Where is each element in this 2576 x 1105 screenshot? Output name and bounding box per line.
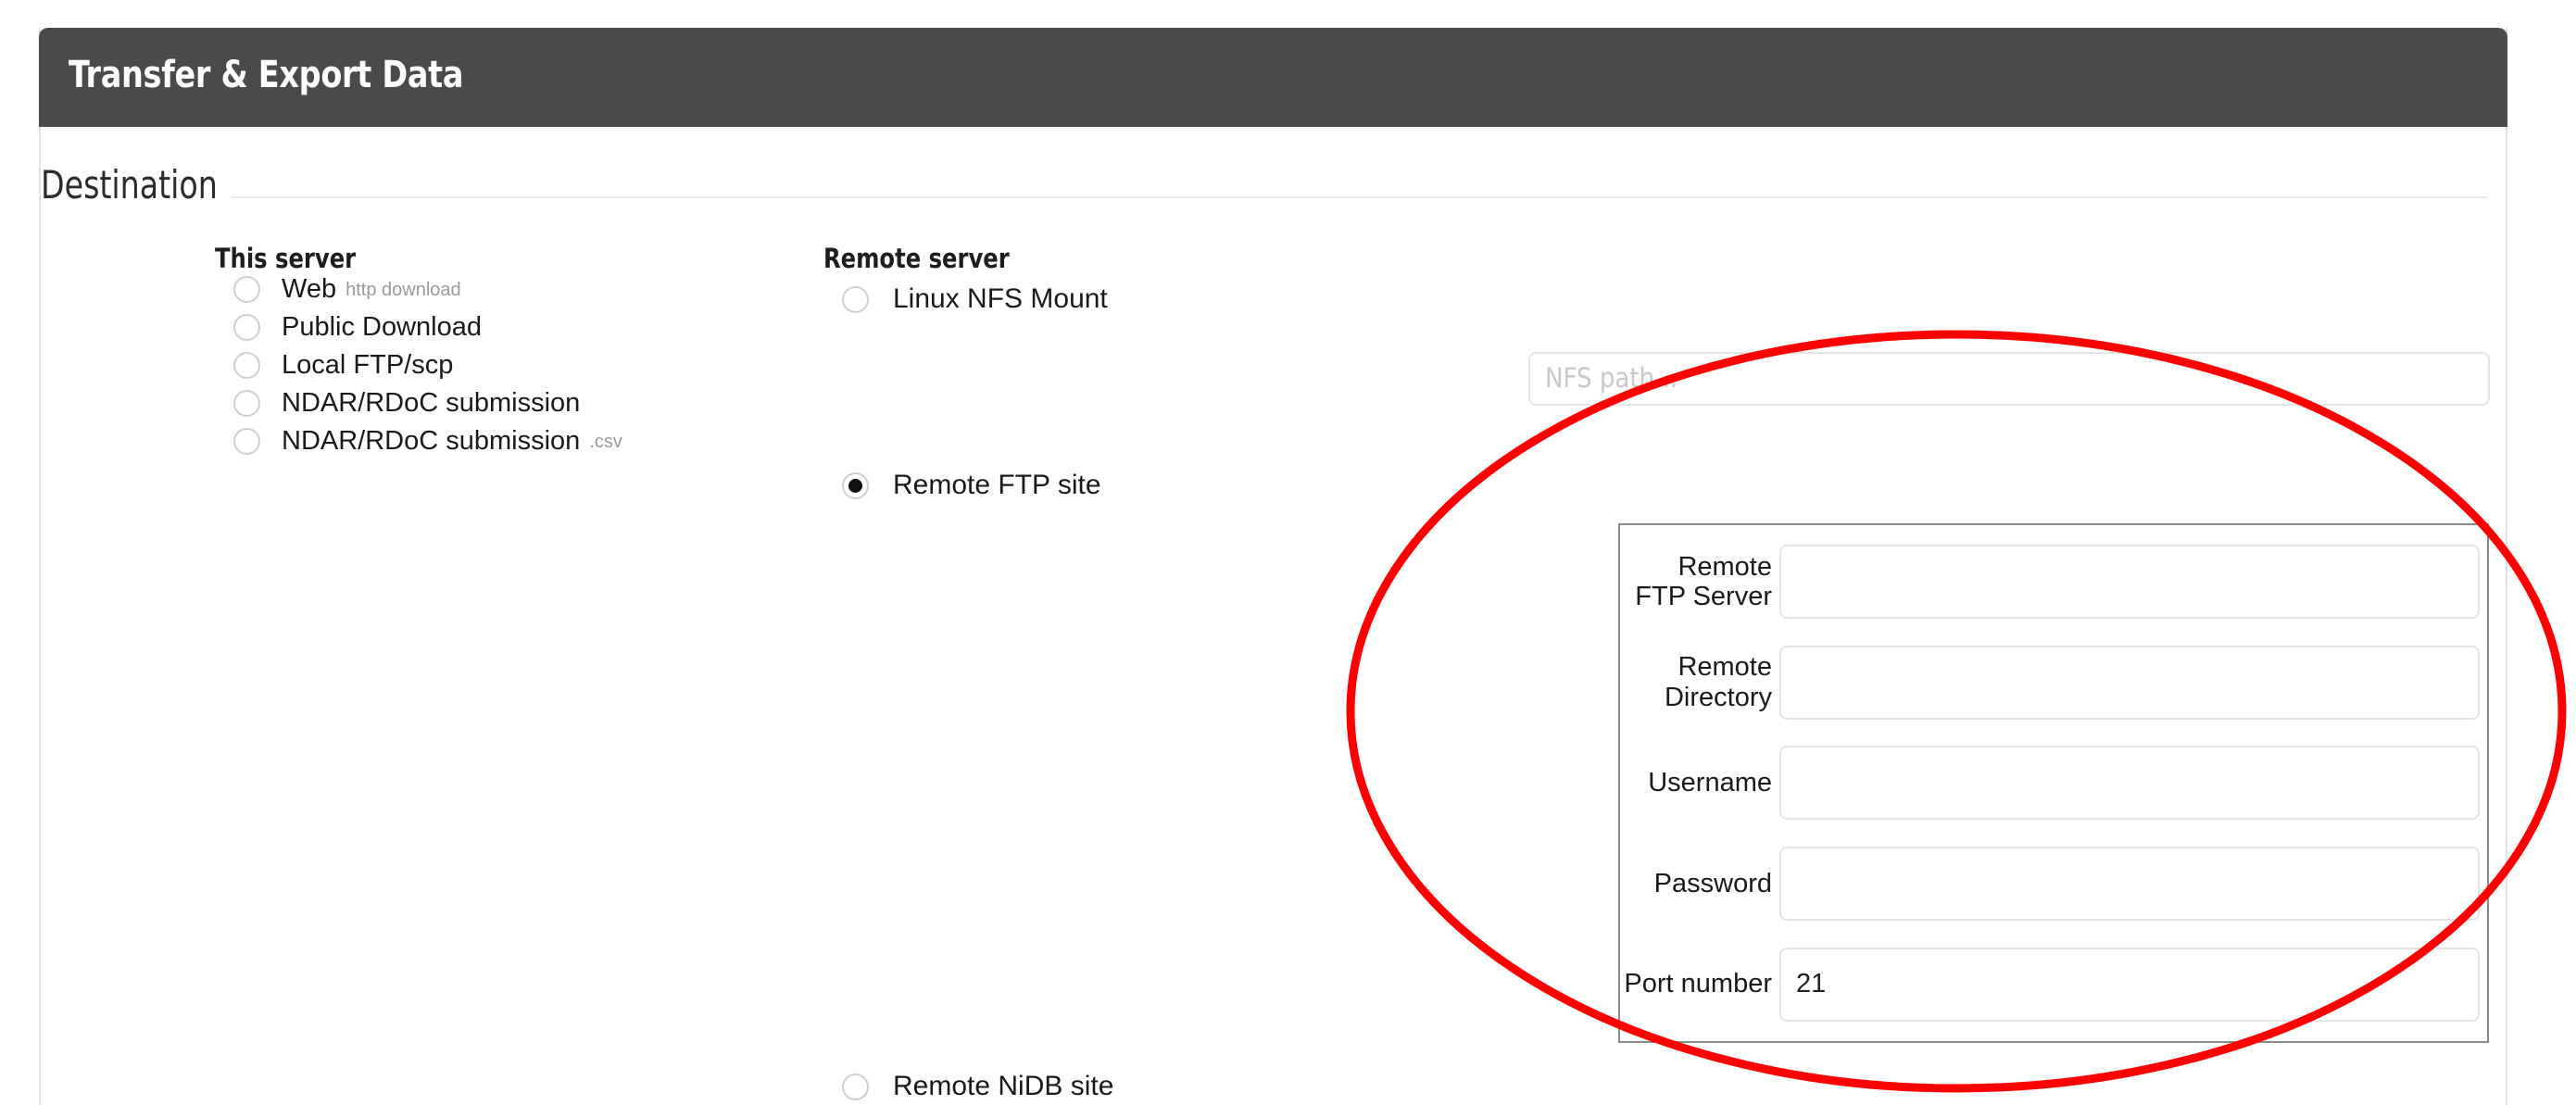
radio-option-ndar-rdoc-submission[interactable]: NDAR/RDoC submission <box>233 384 622 422</box>
radio-icon-remote-nidb-site[interactable] <box>842 1073 869 1100</box>
field-label-password: Password <box>1653 868 1772 898</box>
radio-icon-remote-ftp-site[interactable] <box>842 471 869 499</box>
radio-option-local-ftp-scp[interactable]: Local FTP/scp <box>233 346 622 384</box>
section-heading-destination: Destination <box>41 162 218 207</box>
radio-option-ndar-rdoc-submission-csv[interactable]: NDAR/RDoC submission .csv <box>233 422 622 460</box>
destination-section-header: Destination <box>41 162 2506 218</box>
radio-label-ndar-rdoc-submission-csv: NDAR/RDoC submission <box>282 426 581 456</box>
remote-server-column: Remote server Linux NFS Mount Remote FTP… <box>823 243 2490 1100</box>
page-title: Transfer & Export Data <box>69 54 464 96</box>
card-header-bar: Transfer & Export Data <box>39 28 2507 127</box>
nfs-path-input[interactable] <box>1528 352 2490 406</box>
field-label-remote-directory: Remote Directory <box>1664 652 1772 712</box>
radio-label-remote-nidb-site: Remote NiDB site <box>893 1071 1114 1101</box>
radio-label-linux-nfs-mount: Linux NFS Mount <box>893 283 1108 314</box>
remote-ftp-field-grid: Remote FTP Server Remote Directory Usern… <box>1620 525 2487 1041</box>
radio-icon-ndar-rdoc-submission-csv[interactable] <box>233 428 260 455</box>
this-server-radio-group: Web http download Public Download Local … <box>233 270 622 460</box>
radio-icon-web[interactable] <box>233 276 260 303</box>
username-input[interactable] <box>1779 746 2480 821</box>
field-label-port-number: Port number <box>1624 969 1772 999</box>
radio-icon-linux-nfs-mount[interactable] <box>842 285 869 313</box>
radio-option-web[interactable]: Web http download <box>233 270 622 308</box>
radio-option-remote-ftp-site[interactable]: Remote FTP site <box>842 471 1101 499</box>
radio-sublabel-ndar-rdoc-submission-csv: .csv <box>589 431 622 452</box>
password-input[interactable] <box>1779 847 2480 922</box>
section-divider <box>231 196 2487 198</box>
field-label-username: Username <box>1648 768 1772 798</box>
field-label-remote-ftp-server: Remote FTP Server <box>1635 551 1772 612</box>
transfer-export-card: Transfer & Export Data Destination This … <box>39 28 2507 1105</box>
radio-icon-local-ftp-scp[interactable] <box>233 352 260 379</box>
radio-option-linux-nfs-mount[interactable]: Linux NFS Mount <box>842 285 1108 313</box>
remote-directory-input[interactable] <box>1779 645 2480 720</box>
remote-server-heading: Remote server <box>823 243 1010 274</box>
radio-sublabel-web: http download <box>346 279 461 300</box>
radio-label-local-ftp-scp: Local FTP/scp <box>282 350 454 380</box>
radio-icon-public-download[interactable] <box>233 314 260 341</box>
remote-ftp-server-input[interactable] <box>1779 545 2480 620</box>
this-server-heading: This server <box>215 243 357 274</box>
remote-ftp-settings-panel: Remote FTP Server Remote Directory Usern… <box>1618 523 2489 1043</box>
radio-label-web: Web <box>282 274 337 304</box>
radio-label-ndar-rdoc-submission: NDAR/RDoC submission <box>282 388 581 418</box>
this-server-column: This server Web http download Public Dow… <box>215 243 1345 455</box>
radio-option-public-download[interactable]: Public Download <box>233 308 622 346</box>
port-number-input[interactable] <box>1779 947 2480 1022</box>
radio-option-remote-nidb-site[interactable]: Remote NiDB site <box>842 1073 1113 1100</box>
radio-label-public-download: Public Download <box>282 312 483 342</box>
radio-icon-ndar-rdoc-submission[interactable] <box>233 390 260 417</box>
radio-label-remote-ftp-site: Remote FTP site <box>893 470 1101 500</box>
